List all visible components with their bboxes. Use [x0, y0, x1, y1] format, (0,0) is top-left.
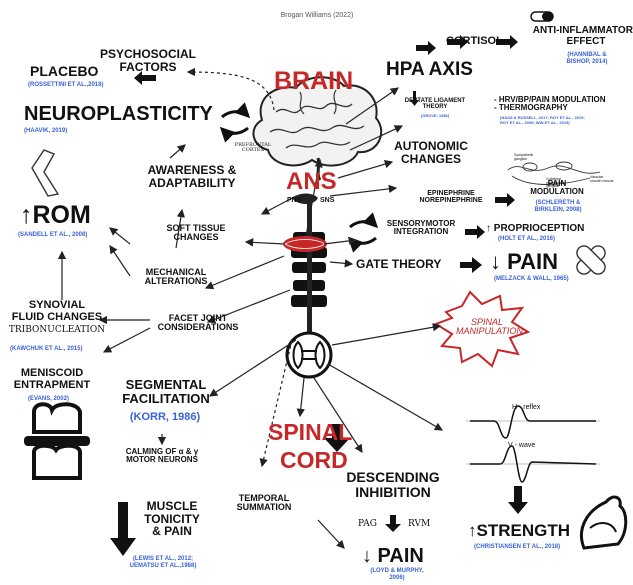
muscle-citation: (LEWIS ET AL., 2012; UEMATSU ET AL.,1988… [108, 556, 218, 570]
synovial-citation: (KAWCHUK ET AL., 2015) [10, 346, 82, 353]
pain-modulation-citation: (SCHLERETH & BIRKLEIN, 2008) [522, 200, 594, 214]
spinal-manipulation-label: SPINAL MANIPULATION [456, 318, 518, 337]
spine-illustration [283, 194, 331, 378]
rvm-label: RVM [408, 520, 430, 529]
v-wave-waveform [466, 446, 600, 482]
cord-title: CORD [280, 448, 348, 472]
rom-citation: (SANDELL ET AL., 2008) [18, 232, 87, 239]
spinal-title: SPINAL [268, 420, 352, 444]
symp-label-2: Collateral sympathetic ganglion [546, 178, 565, 189]
awareness-label: AWARENESS & ADAPTABILITY [136, 164, 248, 189]
korr-citation: (KORR, 1986) [120, 412, 210, 424]
gate-theory-label: GATE THEORY [356, 258, 441, 271]
facet-label: FACET JOINT CONSIDERATIONS [150, 314, 246, 333]
proprioception-citation: (HOLT ET AL., 2016) [498, 236, 555, 243]
hrv-label: - HRV/BP/PAIN MODULATION - THERMOGRAPHY [494, 96, 606, 113]
strength-label: ↑STRENGTH [468, 522, 570, 540]
v-wave-label: V - wave [508, 442, 535, 449]
rom-label: ↑ROM [20, 202, 91, 228]
descending-inhibition-label: DESCENDING INHIBITION [338, 470, 448, 499]
tribonucleation-label: TRIBONUCLEATION [4, 326, 110, 335]
flexed-arm-icon [581, 497, 625, 548]
neuroplasticity-citation: (HAAVIK, 2019) [24, 128, 67, 135]
meniscoid-label: MENISCOID ENTRAPMENT [4, 368, 100, 391]
prefrontal-cortex-label: PREFRONTAL CORTEX [230, 143, 276, 154]
proprioception-label: ↑ PROPRIOCEPTION [486, 224, 584, 235]
muscle-label: MUSCLE TONICITY & PAIN [132, 500, 212, 538]
synovial-label: SYNOVIAL FLUID CHANGES [4, 300, 110, 323]
symp-label-3: Vascular smooth muscle [590, 176, 614, 183]
pns-label: PNS [287, 197, 301, 204]
calming-label: CALMING OF α & γ MOTOR NEURONS [108, 448, 216, 465]
pain-gate-citation: (MELZACK & WALL, 1965) [494, 276, 569, 283]
dentate-citation: (GROVE, 1986) [404, 114, 466, 119]
meniscoid-citation: (EVANS, 2002) [28, 396, 69, 403]
h-reflex-label: H - reflex [512, 404, 540, 411]
pain-gate-label: ↓ PAIN [490, 250, 558, 273]
pag-label: PAG [358, 520, 377, 529]
anti-inflammatory-citation: (HANNIBAL & BISHOP, 2014) [552, 52, 622, 66]
strength-citation: (CHRISTIANSEN ET AL., 2018) [474, 544, 560, 551]
neuroplasticity-label: NEUROPLASTICITY [24, 104, 213, 125]
dentate-label: DENTATE LIGAMENT THEORY [396, 98, 474, 111]
segmental-label: SEGMENTAL FACILITATION [114, 378, 218, 405]
hrv-citation: (NAAS & RUSSELL, 2017; ROY ET AL., 2019;… [500, 116, 585, 126]
placebo-citation: (ROSSETTINI ET AL.,2018) [28, 82, 103, 89]
bandage-icon [574, 243, 608, 277]
sensorimotor-label: SENSORYMOTOR INTEGRATION [380, 220, 462, 237]
placebo-label: PLACEBO [30, 64, 98, 79]
epinephrine-label: EPINEPHRINE NOREPINEPHRINE [410, 190, 492, 205]
symp-label-1: Sympathetic ganglion [514, 154, 533, 161]
hpa-axis-label: HPA AXIS [386, 60, 473, 80]
ans-title: ANS [286, 169, 337, 194]
pill-icon [531, 12, 553, 21]
sns-label: SNS [320, 197, 334, 204]
pain-descending-citation: (LOYD & MURPHY, 2006) [360, 568, 434, 582]
cortisol-label: CORTISOL [446, 36, 503, 48]
anti-inflammatory-label: ANTI-INFLAMMATORY EFFECT [530, 26, 633, 47]
temporal-summation-label: TEMPORAL SUMMATION [220, 494, 308, 513]
soft-tissue-label: SOFT TISSUE CHANGES [150, 224, 242, 243]
leg-icon [32, 150, 58, 196]
autonomic-label: AUTONOMIC CHANGES [388, 140, 474, 165]
psychosocial-label: PSYCHOSOCIAL FACTORS [96, 48, 200, 73]
mechanical-label: MECHANICAL ALTERATIONS [134, 268, 218, 287]
pain-descending-label: ↓ PAIN [362, 546, 424, 567]
brain-title: BRAIN [274, 68, 353, 94]
author-credit: Brogan Williams (2022) [267, 12, 367, 19]
knee-joint-icon [24, 404, 90, 478]
